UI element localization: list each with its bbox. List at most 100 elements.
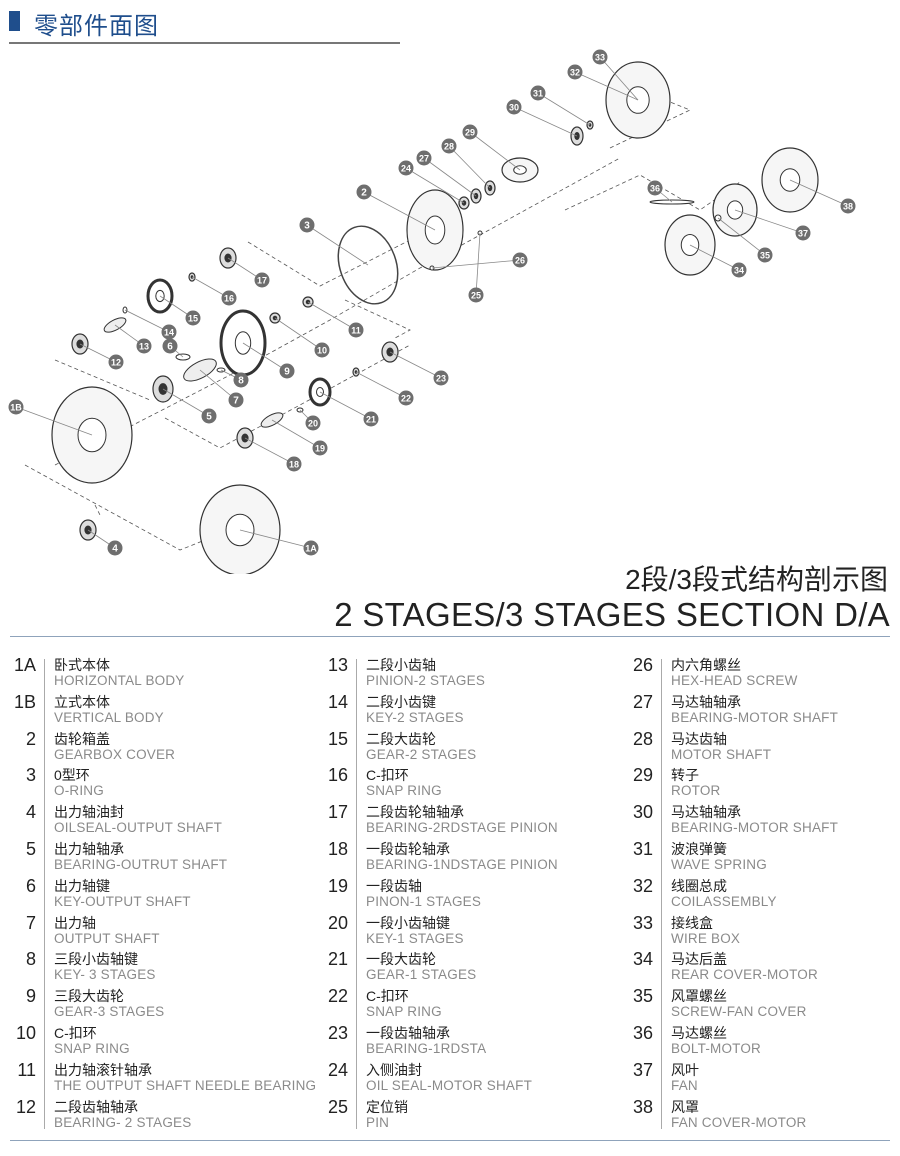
leader-line [307, 301, 357, 331]
header-accent-bar [9, 11, 20, 31]
callout-badge [592, 49, 608, 65]
leader-line [717, 217, 766, 256]
part-name-en: PINION-2 STAGES [366, 673, 486, 688]
part-name-cn: 一段小齿轴键 [366, 914, 450, 931]
callout-badge [305, 415, 321, 431]
part-name-cn: 立式本体 [54, 693, 110, 710]
part-name-en: THE OUTPUT SHAFT NEEDLE BEARING [54, 1077, 317, 1093]
part-name-en: SNAP RING [366, 783, 442, 799]
part-name-en: KEY-OUTPUT SHAFT [54, 893, 191, 909]
callout-number: 23 [436, 374, 446, 384]
leader-line [244, 437, 295, 465]
callout-number: 38 [843, 202, 853, 212]
callout-badge [286, 456, 302, 472]
part-name-en: GEARBOX COVER [54, 746, 176, 762]
leader-line [423, 157, 477, 197]
part-name-cn: 二段齿轴轴承 [54, 1098, 138, 1115]
callout-badge [348, 322, 364, 338]
callout-badge [433, 370, 449, 386]
part-name-en: WAVE SPRING [671, 856, 767, 872]
part-number: 37 [632, 1059, 653, 1080]
callout-badge [647, 180, 663, 196]
part-number: 38 [632, 1096, 653, 1117]
leader-line [239, 529, 312, 549]
leader-line [431, 259, 521, 269]
part-name-en: KEY-1 STAGES [366, 930, 464, 946]
part-number: 16 [327, 765, 348, 786]
callout-badge [279, 363, 295, 379]
callout-badge [228, 392, 244, 408]
part-number: 32 [632, 875, 653, 896]
callout-number: 24 [401, 164, 411, 174]
part-number: 2 [25, 728, 36, 749]
part-number: 35 [632, 986, 653, 1007]
part-name-cn: 二段大齿轮 [366, 730, 436, 747]
part-number: 10 [15, 1022, 36, 1043]
part-name-en: BEARING-2RDSTAGE PINION [366, 820, 558, 836]
callout-number: 14 [164, 328, 174, 338]
leader-line [475, 232, 481, 296]
part-name-cn: 接线盒 [671, 914, 713, 931]
callout-number: 30 [509, 103, 519, 113]
part-number: 17 [327, 802, 348, 823]
part-name-en: O-RING [54, 783, 104, 799]
assembly-dashed-line [344, 299, 411, 339]
callout-badge [221, 290, 237, 306]
part-number: 24 [327, 1059, 348, 1080]
callout-badge [512, 252, 528, 268]
part-name-en: OUTPUT SHAFT [54, 930, 160, 946]
part-name-cn: 齿轮箱盖 [54, 730, 110, 747]
callout-badge [107, 540, 123, 556]
part-name-cn: 转子 [671, 767, 699, 784]
part-number: 34 [632, 949, 653, 970]
part-number: 19 [327, 875, 348, 896]
part-name-cn: 马达螺丝 [671, 1024, 727, 1041]
part-name-en: GEAR-3 STAGES [54, 1004, 165, 1020]
part-name-cn: 0型环 [54, 767, 90, 784]
part-number: 21 [327, 949, 348, 970]
callout-badge [254, 272, 270, 288]
leader-line [689, 244, 740, 271]
leader-line [734, 209, 804, 234]
callout-badge [185, 310, 201, 326]
part-number: 7 [25, 912, 36, 933]
leader-line [537, 92, 591, 126]
callout-number: 5 [206, 412, 212, 423]
part-name-cn: 波浪弹簧 [671, 840, 727, 857]
column-divider [44, 659, 45, 1130]
callout-badge [398, 160, 414, 176]
part-number: 4 [25, 802, 36, 823]
part-name-en: KEY- 3 STAGES [54, 967, 156, 983]
part-number: 11 [17, 1059, 36, 1080]
part-name-cn: 出力轴 [54, 914, 96, 931]
callout-badge [567, 64, 583, 80]
part-name-cn: 一段齿轮轴承 [366, 840, 450, 857]
part-name-en: COILASSEMBLY [671, 893, 777, 909]
part-number: 20 [327, 912, 348, 933]
callout-badge [314, 342, 330, 358]
callout-badge [162, 338, 178, 354]
assembly-dashed-line [54, 157, 621, 466]
part-name-en: BEARING-MOTOR SHAFT [671, 820, 839, 836]
part-number: 27 [632, 691, 653, 712]
callout-number: 12 [111, 358, 121, 368]
part-number: 9 [25, 986, 36, 1007]
list-bottom-divider [10, 1140, 890, 1141]
leader-line [599, 56, 639, 101]
leader-line [363, 191, 436, 231]
